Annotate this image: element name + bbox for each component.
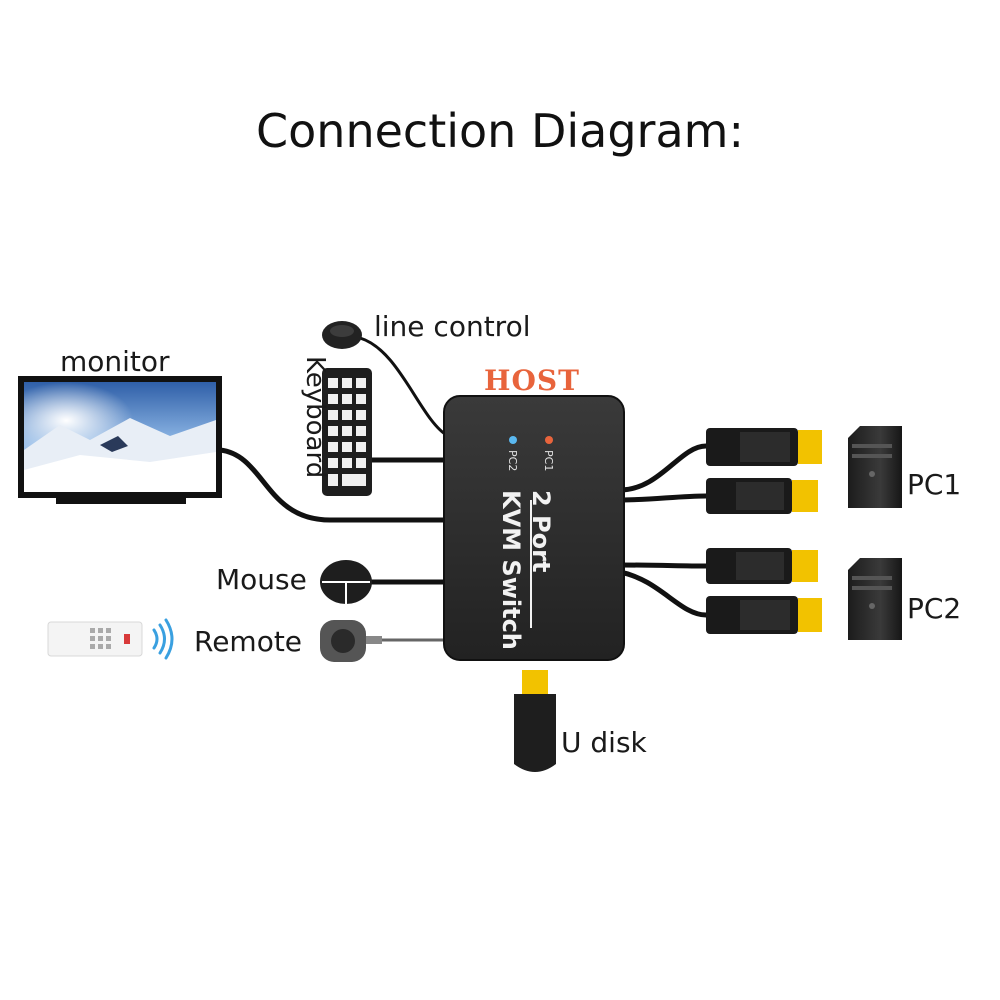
pc1-led-label: PC1 xyxy=(542,450,555,472)
keyboard-label: Keyboard xyxy=(300,356,330,479)
monitor-cable xyxy=(217,447,451,523)
monitor xyxy=(18,376,222,504)
cables xyxy=(217,336,709,642)
u-disk-label: U disk xyxy=(561,726,647,759)
pc2-led-label: PC2 xyxy=(506,450,519,472)
kvm-switch-device xyxy=(443,395,625,661)
device-name: 2 Port KVM Switch xyxy=(496,490,556,650)
device-name-line1: 2 Port xyxy=(527,490,555,573)
device-name-line2: KVM Switch xyxy=(497,490,525,650)
line-control-cable xyxy=(358,336,450,438)
pc2-cable-a xyxy=(617,562,709,569)
wireless-signal-icon xyxy=(152,618,174,660)
pc2-tower-icon xyxy=(848,558,902,640)
line-control-label: line control xyxy=(374,310,531,343)
pc1-cable-a xyxy=(617,443,709,493)
remote-label: Remote xyxy=(194,625,303,658)
remote-receiver-icon xyxy=(320,620,382,662)
pc1-tower-icon xyxy=(848,426,902,508)
mouse-icon xyxy=(320,560,372,604)
pc1-label: PC1 xyxy=(907,468,962,501)
hdmi-plug-pc2-a xyxy=(706,548,818,584)
usb-drive-icon xyxy=(514,670,556,772)
mouse-label: Mouse xyxy=(216,563,307,596)
remote-control-icon xyxy=(47,621,143,657)
hdmi-plug-pc1-a xyxy=(706,428,822,466)
pc2-led xyxy=(509,436,517,444)
monitor-label: monitor xyxy=(60,345,170,378)
diagram-title: Connection Diagram: xyxy=(256,104,744,158)
keyboard-icon xyxy=(322,368,372,496)
hdmi-plug-pc2-b xyxy=(706,596,822,634)
pc2-label: PC2 xyxy=(907,592,962,625)
pc1-led xyxy=(545,436,553,444)
pc2-cable-b xyxy=(617,569,709,618)
pc1-cable-b xyxy=(617,493,709,503)
hdmi-plug-pc1-b xyxy=(706,478,818,514)
host-label: HOST xyxy=(484,364,580,397)
